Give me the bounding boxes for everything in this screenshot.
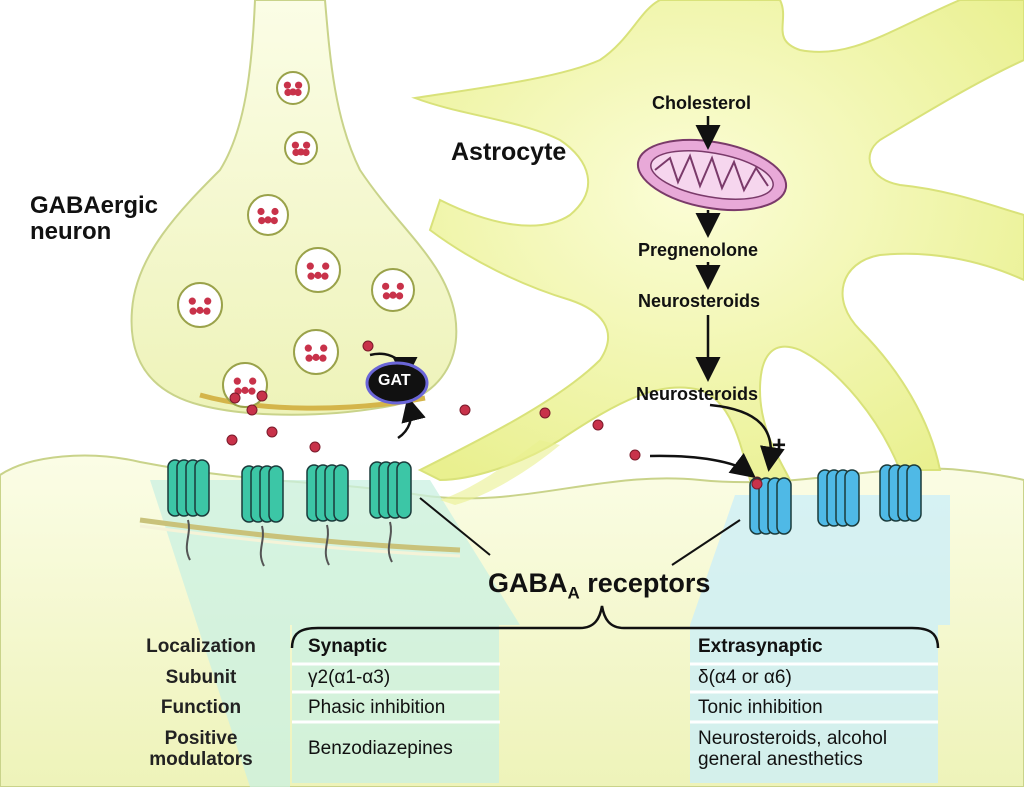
extrasynaptic-subunit: δ(α4 or α6) xyxy=(698,667,792,688)
bound-gaba-icon xyxy=(751,478,763,490)
vesicle-icon xyxy=(284,131,318,165)
receptor-bracket xyxy=(290,605,940,649)
astrocyte-body xyxy=(411,0,1024,482)
synaptic-header: Synaptic xyxy=(308,636,388,657)
vesicle-icon xyxy=(295,247,341,293)
row-label-localization: Localization xyxy=(146,636,256,657)
receptors-label-subscript: A xyxy=(567,583,580,603)
gaba-molecule-icon xyxy=(592,419,604,431)
gaba-molecule-icon xyxy=(629,449,641,461)
pathway-pregnenolone: Pregnenolone xyxy=(638,240,759,260)
positive-modulation-sign: + xyxy=(772,432,787,459)
vesicle-icon xyxy=(177,282,223,328)
synaptic-subunit: γ2(α1-α3) xyxy=(308,667,391,688)
row-label-subunit: Subunit xyxy=(165,667,237,688)
gat-label: GAT xyxy=(378,372,411,389)
vesicle-icon xyxy=(247,194,289,236)
gat-transporter xyxy=(365,361,429,405)
table-row-lines xyxy=(292,662,938,724)
pathway-neurosteroids: Neurosteroids xyxy=(638,291,761,311)
row-label-positive: Positive xyxy=(164,728,238,749)
gaba-molecule-icon xyxy=(539,407,551,419)
receptor-icon xyxy=(879,464,922,522)
extrasynaptic-header: Extrasynaptic xyxy=(698,636,823,657)
gaba-a-receptors xyxy=(167,459,922,567)
row-label-modulators: modulators xyxy=(149,749,253,770)
extrasynaptic-modulators-line1: Neurosteroids, alcohol xyxy=(698,728,888,749)
extrasynaptic-modulators-line2: general anesthetics xyxy=(698,749,863,770)
receptor-icon xyxy=(749,477,792,535)
gaba-molecule-icon xyxy=(362,340,374,352)
extrasynaptic-function: Tonic inhibition xyxy=(698,697,823,718)
callout-line-synaptic xyxy=(419,497,491,556)
receptors-label-main: GABA xyxy=(488,568,568,598)
receptor-icon xyxy=(241,465,284,567)
astrocyte-label: Astrocyte xyxy=(451,138,567,166)
mitochondrion-icon xyxy=(636,138,788,212)
vesicle-icon xyxy=(371,268,415,312)
receptor-icon xyxy=(817,469,860,527)
gaba-a-receptors-label: GABAA receptors xyxy=(488,568,710,603)
vesicles xyxy=(177,71,415,408)
receptor-icon xyxy=(167,459,210,561)
neuron-label-line2: neuron xyxy=(30,218,112,245)
gaba-molecule-icon xyxy=(229,392,241,404)
neuron-label-line1: GABAergic xyxy=(30,192,159,219)
gaba-molecule-icon xyxy=(266,426,278,438)
synaptic-function: Phasic inhibition xyxy=(308,697,446,718)
synaptic-column xyxy=(292,625,499,783)
pathway-cholesterol: Cholesterol xyxy=(652,93,752,113)
gaba-molecule-icon xyxy=(309,441,321,453)
synaptic-modulators: Benzodiazepines xyxy=(308,738,453,759)
gaba-molecule-icon xyxy=(246,404,258,416)
extrasynaptic-column xyxy=(690,625,938,783)
row-label-function: Function xyxy=(160,697,242,718)
neuron-label: GABAergic neuron xyxy=(30,193,158,245)
gaba-molecule-icon xyxy=(226,434,238,446)
gaba-molecule-icon xyxy=(459,404,471,416)
receptors-label-tail: receptors xyxy=(579,568,711,598)
receptor-icon xyxy=(306,464,349,566)
callout-line-extrasynaptic xyxy=(671,519,741,566)
gaba-molecule-icon xyxy=(256,390,268,402)
synaptic-band xyxy=(150,480,520,787)
postsynaptic-membrane xyxy=(139,517,461,553)
receptor-icon xyxy=(369,461,412,563)
pathway-neurosteroids-released: Neurosteroids xyxy=(636,384,759,404)
vesicle-icon xyxy=(293,329,339,375)
vesicle-icon xyxy=(276,71,310,105)
